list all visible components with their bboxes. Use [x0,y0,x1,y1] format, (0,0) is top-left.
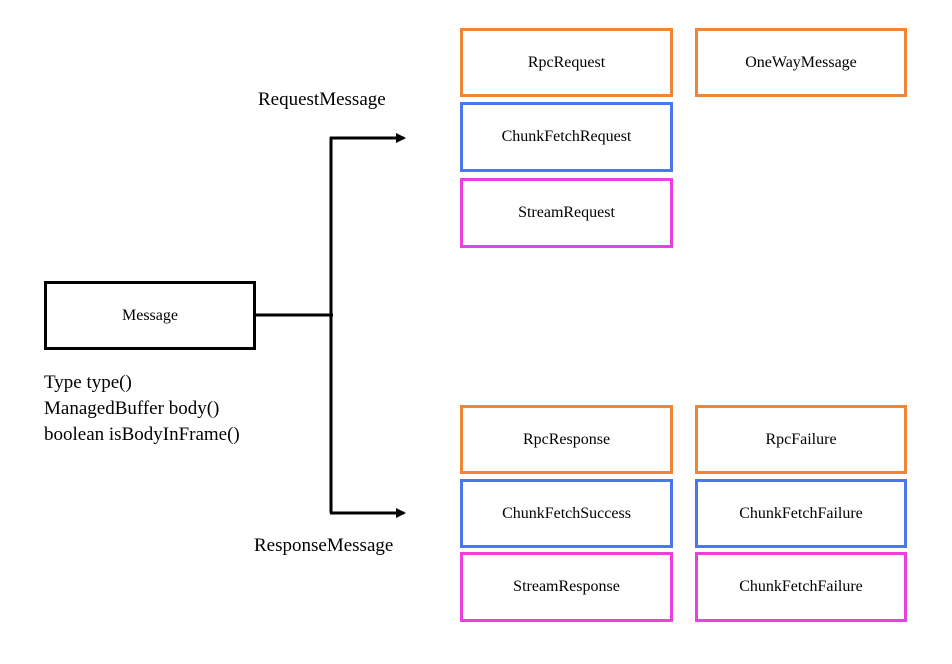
rpc-response-box: RpcResponse [460,405,673,474]
response-message-label: ResponseMessage [254,535,394,556]
message-methods: Type type() ManagedBuffer body() boolean… [44,370,240,448]
chunk-fetch-request-box: ChunkFetchRequest [460,102,673,172]
stream-request-box: StreamRequest [460,178,673,248]
request-message-label: RequestMessage [258,89,386,110]
rpc-request-box: RpcRequest [460,28,673,97]
stream-failure-box: ChunkFetchFailure [695,552,907,622]
method-is-body-in-frame: boolean isBodyInFrame() [44,424,240,445]
stream-response-box: StreamResponse [460,552,673,622]
chunk-fetch-failure-box: ChunkFetchFailure [695,479,907,548]
message-box: Message [44,281,256,350]
method-type: Type type() [44,372,132,393]
one-way-message-box: OneWayMessage [695,28,907,97]
method-body: ManagedBuffer body() [44,398,220,419]
rpc-failure-box: RpcFailure [695,405,907,474]
chunk-fetch-success-box: ChunkFetchSuccess [460,479,673,548]
